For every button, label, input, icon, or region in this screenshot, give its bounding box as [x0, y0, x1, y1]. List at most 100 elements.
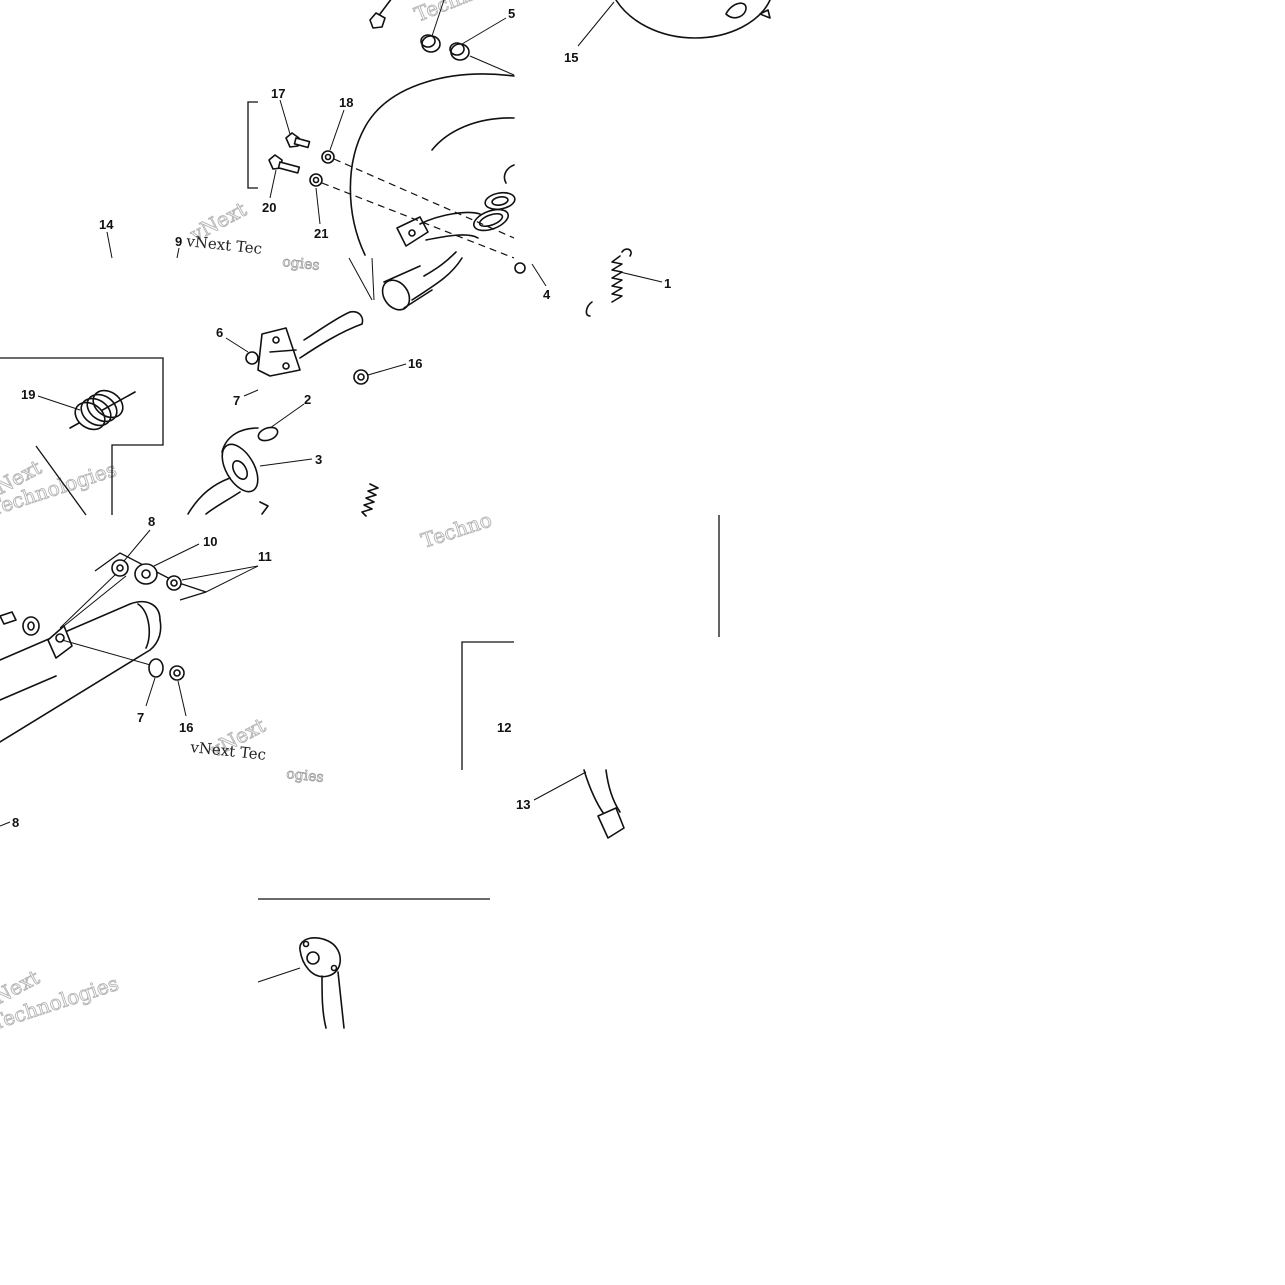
muffler-bottom-edge [0, 619, 162, 743]
bolt-20-shank [277, 161, 301, 174]
header-pipe-upper [419, 211, 481, 225]
spring-detail-box [0, 357, 164, 515]
leader-4 [531, 263, 547, 287]
muffler-inlet-face [221, 443, 259, 493]
bottom-flange-hole [306, 951, 320, 965]
callout-13: 13 [516, 797, 530, 812]
muffler-ridge [0, 675, 57, 701]
nut-6 [245, 351, 259, 365]
nut-18 [321, 150, 335, 164]
top-bushing-2 [450, 43, 470, 61]
mount-kit [111, 559, 182, 591]
collar-item-11 [166, 575, 182, 591]
muffler-inlet-pipe-bottom [205, 491, 241, 515]
pipe-guide-line-b [371, 257, 375, 301]
bottom-pipe-left [321, 975, 327, 1029]
spring-item-1 [585, 248, 632, 317]
leader-16a [367, 363, 407, 376]
leader-9 [176, 247, 180, 259]
flange-plate-hole [408, 229, 416, 237]
top-right-loop [725, 2, 747, 19]
spring-1-coils [611, 255, 623, 303]
springs [69, 248, 632, 517]
flange-gasket-hole [491, 196, 509, 206]
header-pipe-assembly [245, 251, 463, 385]
bottom-flange-part [299, 937, 345, 1029]
leader-3 [259, 458, 313, 467]
mount-axis-line [61, 639, 155, 667]
leader-15 [577, 1, 615, 47]
bottom-flange-bolt-1 [302, 940, 310, 948]
spring-item-19 [69, 389, 136, 431]
leader-lower-right-frame [205, 565, 259, 593]
leader-5b [431, 0, 445, 37]
header-collar-inner [478, 212, 504, 228]
bolt-group-bracket [247, 101, 258, 189]
leader-7b [145, 677, 156, 707]
top-bolt [369, 12, 386, 29]
watermark-ogies-upper: ogies [282, 254, 321, 274]
washer-lower-left [22, 616, 40, 636]
leader-14 [106, 231, 113, 259]
watermark-techno-top: Technologies [411, 0, 543, 27]
watermark-techno-mid: Techno [418, 507, 495, 552]
leader-7a [243, 389, 259, 397]
bolt-axis-upper [333, 158, 515, 239]
lower-right-frame [461, 641, 514, 770]
washer-lower-left-hole [27, 621, 35, 631]
frame-lines [0, 101, 720, 900]
top-bushing-2-ring [449, 42, 465, 56]
upper-bolt-group [268, 132, 515, 259]
spring-mid-coils [361, 483, 379, 517]
muffler-end-cap [137, 603, 151, 649]
small-clip-mid [259, 501, 269, 515]
callout-16-lower: 16 [179, 720, 193, 735]
callout-19: 19 [21, 387, 35, 402]
callout-2: 2 [304, 392, 311, 407]
spring-1-hook-bottom [585, 301, 593, 317]
watermark-caption-upper: vNext Tec [185, 232, 263, 258]
spring-19-coil-4 [92, 389, 124, 419]
heat-shield-slot [503, 164, 515, 184]
top-right-can-edge [615, 0, 771, 39]
callout-14: 14 [99, 217, 114, 232]
mount-axis-line-c [63, 575, 127, 627]
muffler-inlet [187, 426, 279, 515]
leader-5 [461, 17, 507, 45]
callout-1: 1 [664, 276, 671, 291]
callout-21: 21 [314, 226, 328, 241]
leader-18 [329, 109, 345, 151]
flange-gasket [484, 191, 516, 211]
leader-bottom [257, 967, 301, 983]
mount-axis-line-b [59, 571, 119, 629]
header-collar [473, 208, 509, 232]
bolt-lower-left [0, 611, 17, 625]
leader-17 [279, 99, 291, 135]
callout-20: 20 [262, 200, 276, 215]
grommet-item-8-hole [116, 564, 124, 572]
nut-16-upper [353, 369, 369, 385]
header-pipe-lower [425, 234, 479, 241]
washer-item-7-lower [148, 658, 164, 678]
spring-detail-leader [35, 445, 87, 516]
nut-item-4 [514, 262, 526, 274]
callout-5: 5 [508, 6, 515, 21]
callout-9: 9 [175, 234, 182, 249]
nut-16-upper-hole [357, 373, 365, 381]
spring-small-mid [361, 483, 379, 517]
header-pipe-taper-bottom [411, 257, 463, 301]
header-pipe-taper-top [423, 251, 457, 277]
leader-10 [153, 543, 200, 567]
muffler-body [0, 571, 185, 743]
link-pipe-upper [303, 311, 351, 341]
collar-item-11-hole [170, 579, 178, 587]
grommet-item-8 [111, 559, 129, 577]
callout-11: 11 [258, 549, 272, 564]
watermarks: Technologies vNext vNext Tec ogies vNext… [0, 0, 543, 1035]
top-bushing-1-ring [420, 34, 436, 48]
watermark-ogies-lower: ogies [286, 766, 325, 786]
leader-lines [0, 0, 663, 983]
bottom-pipe-right [337, 971, 345, 1029]
leader-1 [619, 271, 663, 283]
